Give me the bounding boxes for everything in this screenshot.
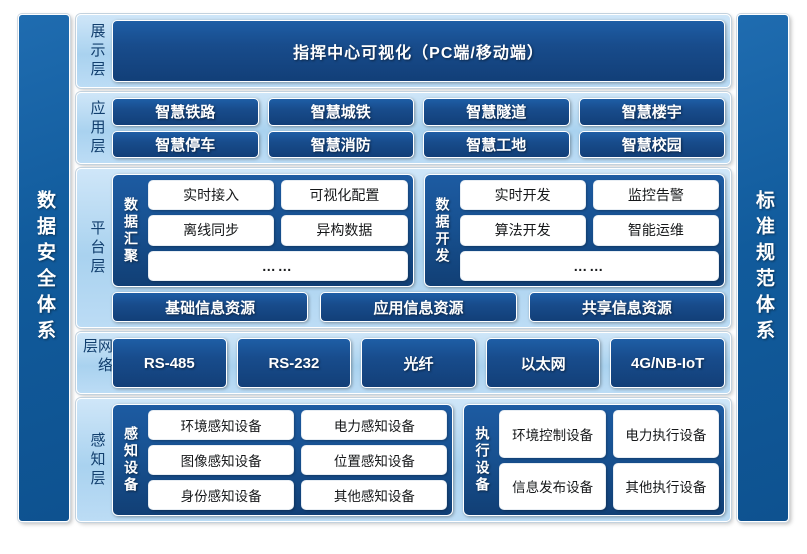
network-item-ethernet[interactable]: 以太网	[485, 338, 601, 388]
chip-offline-sync[interactable]: 离线同步	[148, 215, 275, 246]
platform-group-data-aggregation-label: 数据汇聚	[123, 196, 139, 265]
chip-information-release-device[interactable]: 信息发布设备	[499, 462, 606, 510]
network-item-optical-fiber[interactable]: 光纤	[361, 338, 476, 388]
chip-heterogeneous-data[interactable]: 异构数据	[281, 215, 408, 246]
network-row: RS-485 RS-232 光纤 以太网 4G/NB-IoT	[112, 338, 725, 388]
app-item-smart-firefighting[interactable]: 智慧消防	[267, 130, 414, 158]
development-row-2: 算法开发 智能运维	[459, 215, 719, 246]
sensing-group-actuator-devices-label: 执行设备	[474, 426, 491, 494]
resource-shared-information[interactable]: 共享信息资源	[528, 292, 725, 322]
chip-other-actuator-device[interactable]: 其他执行设备	[612, 462, 719, 510]
actuator-row-1: 环境控制设备 电力执行设备	[499, 410, 719, 458]
chip-location-sensing-device[interactable]: 位置感知设备	[301, 445, 448, 475]
app-item-smart-parking[interactable]: 智慧停车	[112, 130, 259, 158]
sensing-row-2: 图像感知设备 位置感知设备	[148, 445, 448, 475]
layer-sensing-body: 感知设备 环境感知设备 电力感知设备 图像感知设备 位置感知设备	[112, 404, 725, 516]
network-item-rs485[interactable]: RS-485	[112, 338, 227, 388]
chip-intelligent-ops[interactable]: 智能运维	[592, 215, 719, 246]
layer-platform-body: 数据汇聚 实时接入 可视化配置 离线同步 异构数据	[112, 174, 725, 322]
platform-resource-row: 基础信息资源 应用信息资源 共享信息资源	[112, 292, 725, 322]
layer-presentation: 展示层 指挥中心可视化（PC端/移动端）	[76, 14, 731, 88]
app-item-smart-metro[interactable]: 智慧城铁	[267, 98, 414, 126]
chip-power-actuator-device[interactable]: 电力执行设备	[612, 410, 719, 458]
left-pillar-label: 数据安全体系	[33, 190, 55, 346]
left-pillar-data-security: 数据安全体系	[18, 14, 70, 522]
layer-sensing-label: 感知层	[88, 431, 106, 489]
actuator-row-2: 信息发布设备 其他执行设备	[499, 462, 719, 510]
layer-platform-label: 平台层	[88, 219, 106, 277]
chip-development-more[interactable]: ……	[459, 250, 719, 281]
platform-group-data-development: 数据开发 实时开发 监控告警 算法开发 智能运维	[423, 174, 725, 287]
layer-network: 网络层 RS-485 RS-232 光纤 以太网 4G/NB-IoT	[76, 332, 731, 394]
app-item-smart-building[interactable]: 智慧楼宇	[578, 98, 725, 126]
sensing-row-3: 身份感知设备 其他感知设备	[148, 480, 448, 510]
layer-application-body: 智慧铁路 智慧城铁 智慧隧道 智慧楼宇 智慧停车 智慧消防 智慧工地 智慧校园	[112, 98, 725, 158]
application-row-2: 智慧停车 智慧消防 智慧工地 智慧校园	[112, 130, 725, 158]
network-item-4g-nbiot[interactable]: 4G/NB-IoT	[610, 338, 725, 388]
chip-image-sensing-device[interactable]: 图像感知设备	[148, 445, 295, 475]
chip-algorithm-development[interactable]: 算法开发	[459, 215, 586, 246]
right-pillar-label: 标准规范体系	[752, 190, 774, 346]
layer-platform: 平台层 数据汇聚 实时接入 可视化配置	[76, 168, 731, 328]
aggregation-row-3: ……	[148, 250, 408, 281]
layer-stack: 展示层 指挥中心可视化（PC端/移动端） 应用层 智慧铁路 智慧城铁 智慧隧道 …	[76, 14, 731, 530]
sensing-group-sensing-devices-label: 感知设备	[123, 426, 139, 494]
sensing-group-actuator-devices: 执行设备 环境控制设备 电力执行设备 信息发布设备 其他执行设备	[463, 404, 725, 516]
layer-application: 应用层 智慧铁路 智慧城铁 智慧隧道 智慧楼宇 智慧停车 智慧消防 智慧工地 智…	[76, 92, 731, 164]
chip-environment-control-device[interactable]: 环境控制设备	[499, 410, 606, 458]
layer-presentation-body: 指挥中心可视化（PC端/移动端）	[112, 20, 725, 82]
chip-visual-config[interactable]: 可视化配置	[281, 180, 408, 211]
layer-network-label: 网络层	[81, 338, 113, 376]
chip-other-sensing-device[interactable]: 其他感知设备	[301, 480, 448, 510]
right-pillar-standards: 标准规范体系	[737, 14, 789, 522]
resource-application-information[interactable]: 应用信息资源	[320, 292, 517, 322]
layer-presentation-label: 展示层	[88, 22, 106, 80]
chip-aggregation-more[interactable]: ……	[148, 250, 408, 281]
layer-network-body: RS-485 RS-232 光纤 以太网 4G/NB-IoT	[112, 338, 725, 388]
app-item-smart-campus[interactable]: 智慧校园	[578, 130, 725, 158]
platform-group-data-aggregation-items: 实时接入 可视化配置 离线同步 异构数据 ……	[144, 180, 408, 281]
platform-groups: 数据汇聚 实时接入 可视化配置 离线同步 异构数据	[112, 174, 725, 287]
application-row-1: 智慧铁路 智慧城铁 智慧隧道 智慧楼宇	[112, 98, 725, 126]
platform-group-data-aggregation: 数据汇聚 实时接入 可视化配置 离线同步 异构数据	[112, 174, 414, 287]
development-row-1: 实时开发 监控告警	[459, 180, 719, 211]
aggregation-row-1: 实时接入 可视化配置	[148, 180, 408, 211]
chip-monitoring-alarm[interactable]: 监控告警	[592, 180, 719, 211]
sensing-groups: 感知设备 环境感知设备 电力感知设备 图像感知设备 位置感知设备	[112, 404, 725, 516]
platform-group-data-development-items: 实时开发 监控告警 算法开发 智能运维 ……	[456, 180, 719, 281]
layer-sensing: 感知层 感知设备 环境感知设备 电力感知设备	[76, 398, 731, 522]
app-item-smart-tunnel[interactable]: 智慧隧道	[423, 98, 570, 126]
sensing-group-sensing-devices-items: 环境感知设备 电力感知设备 图像感知设备 位置感知设备 身份感知设备 其他感知设…	[144, 410, 448, 510]
app-item-smart-railway[interactable]: 智慧铁路	[112, 98, 259, 126]
platform-group-data-development-label: 数据开发	[434, 196, 451, 265]
network-item-rs232[interactable]: RS-232	[236, 338, 352, 388]
chip-power-sensing-device[interactable]: 电力感知设备	[301, 410, 448, 440]
sensing-group-actuator-devices-items: 环境控制设备 电力执行设备 信息发布设备 其他执行设备	[495, 410, 719, 510]
app-item-smart-construction-site[interactable]: 智慧工地	[423, 130, 570, 158]
aggregation-row-2: 离线同步 异构数据	[148, 215, 408, 246]
resource-basic-information[interactable]: 基础信息资源	[112, 292, 309, 322]
chip-realtime-development[interactable]: 实时开发	[459, 180, 586, 211]
presentation-banner[interactable]: 指挥中心可视化（PC端/移动端）	[112, 20, 725, 82]
development-row-3: ……	[459, 250, 719, 281]
chip-realtime-ingest[interactable]: 实时接入	[148, 180, 275, 211]
chip-environment-sensing-device[interactable]: 环境感知设备	[148, 410, 295, 440]
sensing-row-1: 环境感知设备 电力感知设备	[148, 410, 448, 440]
sensing-group-sensing-devices: 感知设备 环境感知设备 电力感知设备 图像感知设备 位置感知设备	[112, 404, 454, 516]
chip-identity-sensing-device[interactable]: 身份感知设备	[148, 480, 295, 510]
layer-application-label: 应用层	[88, 99, 106, 157]
